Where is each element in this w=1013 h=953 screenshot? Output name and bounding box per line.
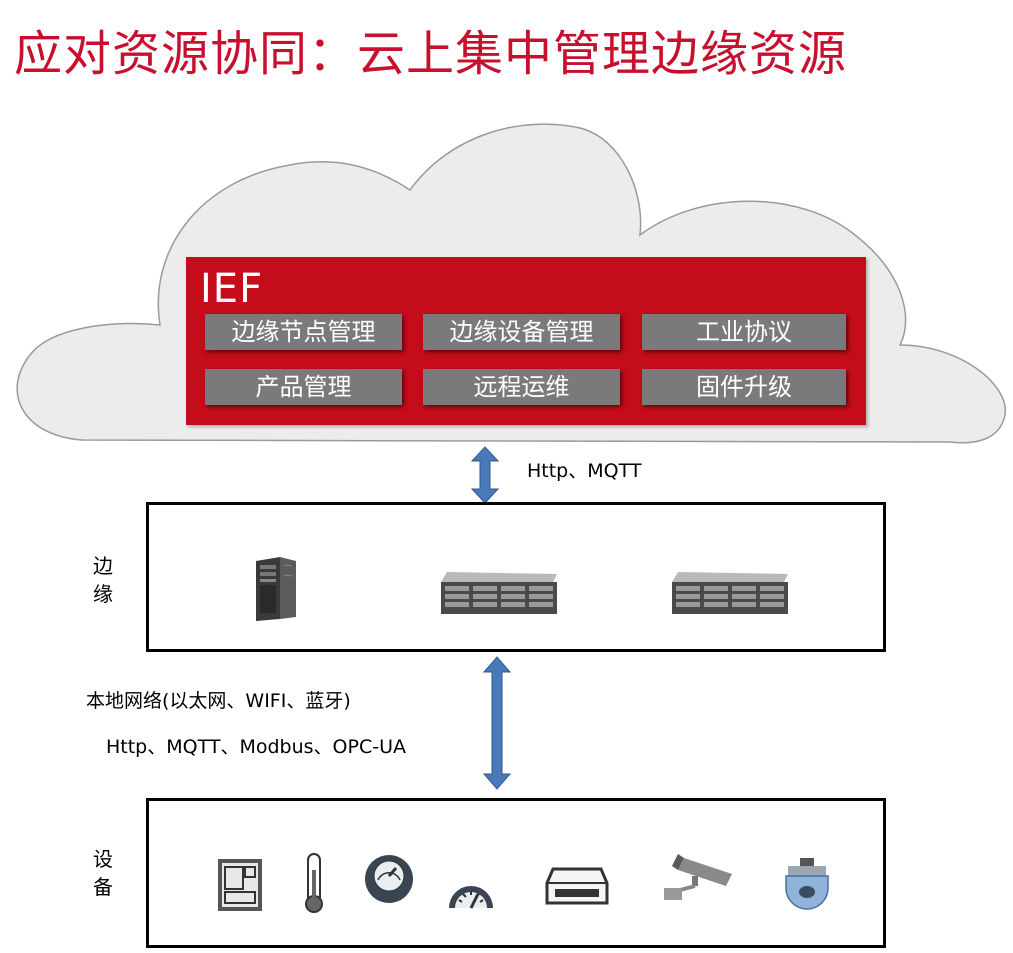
device-layer-box <box>146 798 886 948</box>
thermostat-icon <box>218 859 262 911</box>
module-product-management: 产品管理 <box>205 369 402 405</box>
edge-device-protocols: Http、MQTT、Modbus、OPC-UA <box>106 736 406 758</box>
rack-server-icon <box>441 572 557 614</box>
rack-server-icon <box>672 572 788 614</box>
cloud-edge-protocols: Http、MQTT <box>527 460 642 482</box>
pressure-gauge-icon <box>449 886 493 909</box>
thermometer-icon <box>305 853 323 913</box>
page-title: 应对资源协同：云上集中管理边缘资源 <box>14 26 848 82</box>
module-firmware-upgrade: 固件升级 <box>642 369 846 405</box>
double-arrow-cloud-edge <box>470 446 500 504</box>
ief-label: IEF <box>200 266 264 312</box>
dial-gauge-icon <box>365 855 413 903</box>
module-edge-node-management: 边缘节点管理 <box>205 314 402 350</box>
module-industrial-protocol: 工业协议 <box>642 314 846 350</box>
tower-server-icon <box>256 557 296 621</box>
edge-layer-label: 边 缘 <box>93 554 113 606</box>
local-network-label: 本地网络(以太网、WIFI、蓝牙) <box>86 690 351 712</box>
module-remote-ops: 远程运维 <box>423 369 620 405</box>
gateway-box-icon <box>545 867 609 905</box>
module-edge-device-management: 边缘设备管理 <box>423 314 620 350</box>
dome-camera-icon <box>785 858 829 910</box>
security-camera-icon <box>664 854 732 900</box>
device-layer-label: 设 备 <box>93 847 113 899</box>
ief-platform-panel: IEF 边缘节点管理 边缘设备管理 工业协议 产品管理 远程运维 固件升级 <box>186 257 866 425</box>
double-arrow-edge-device <box>482 656 512 790</box>
